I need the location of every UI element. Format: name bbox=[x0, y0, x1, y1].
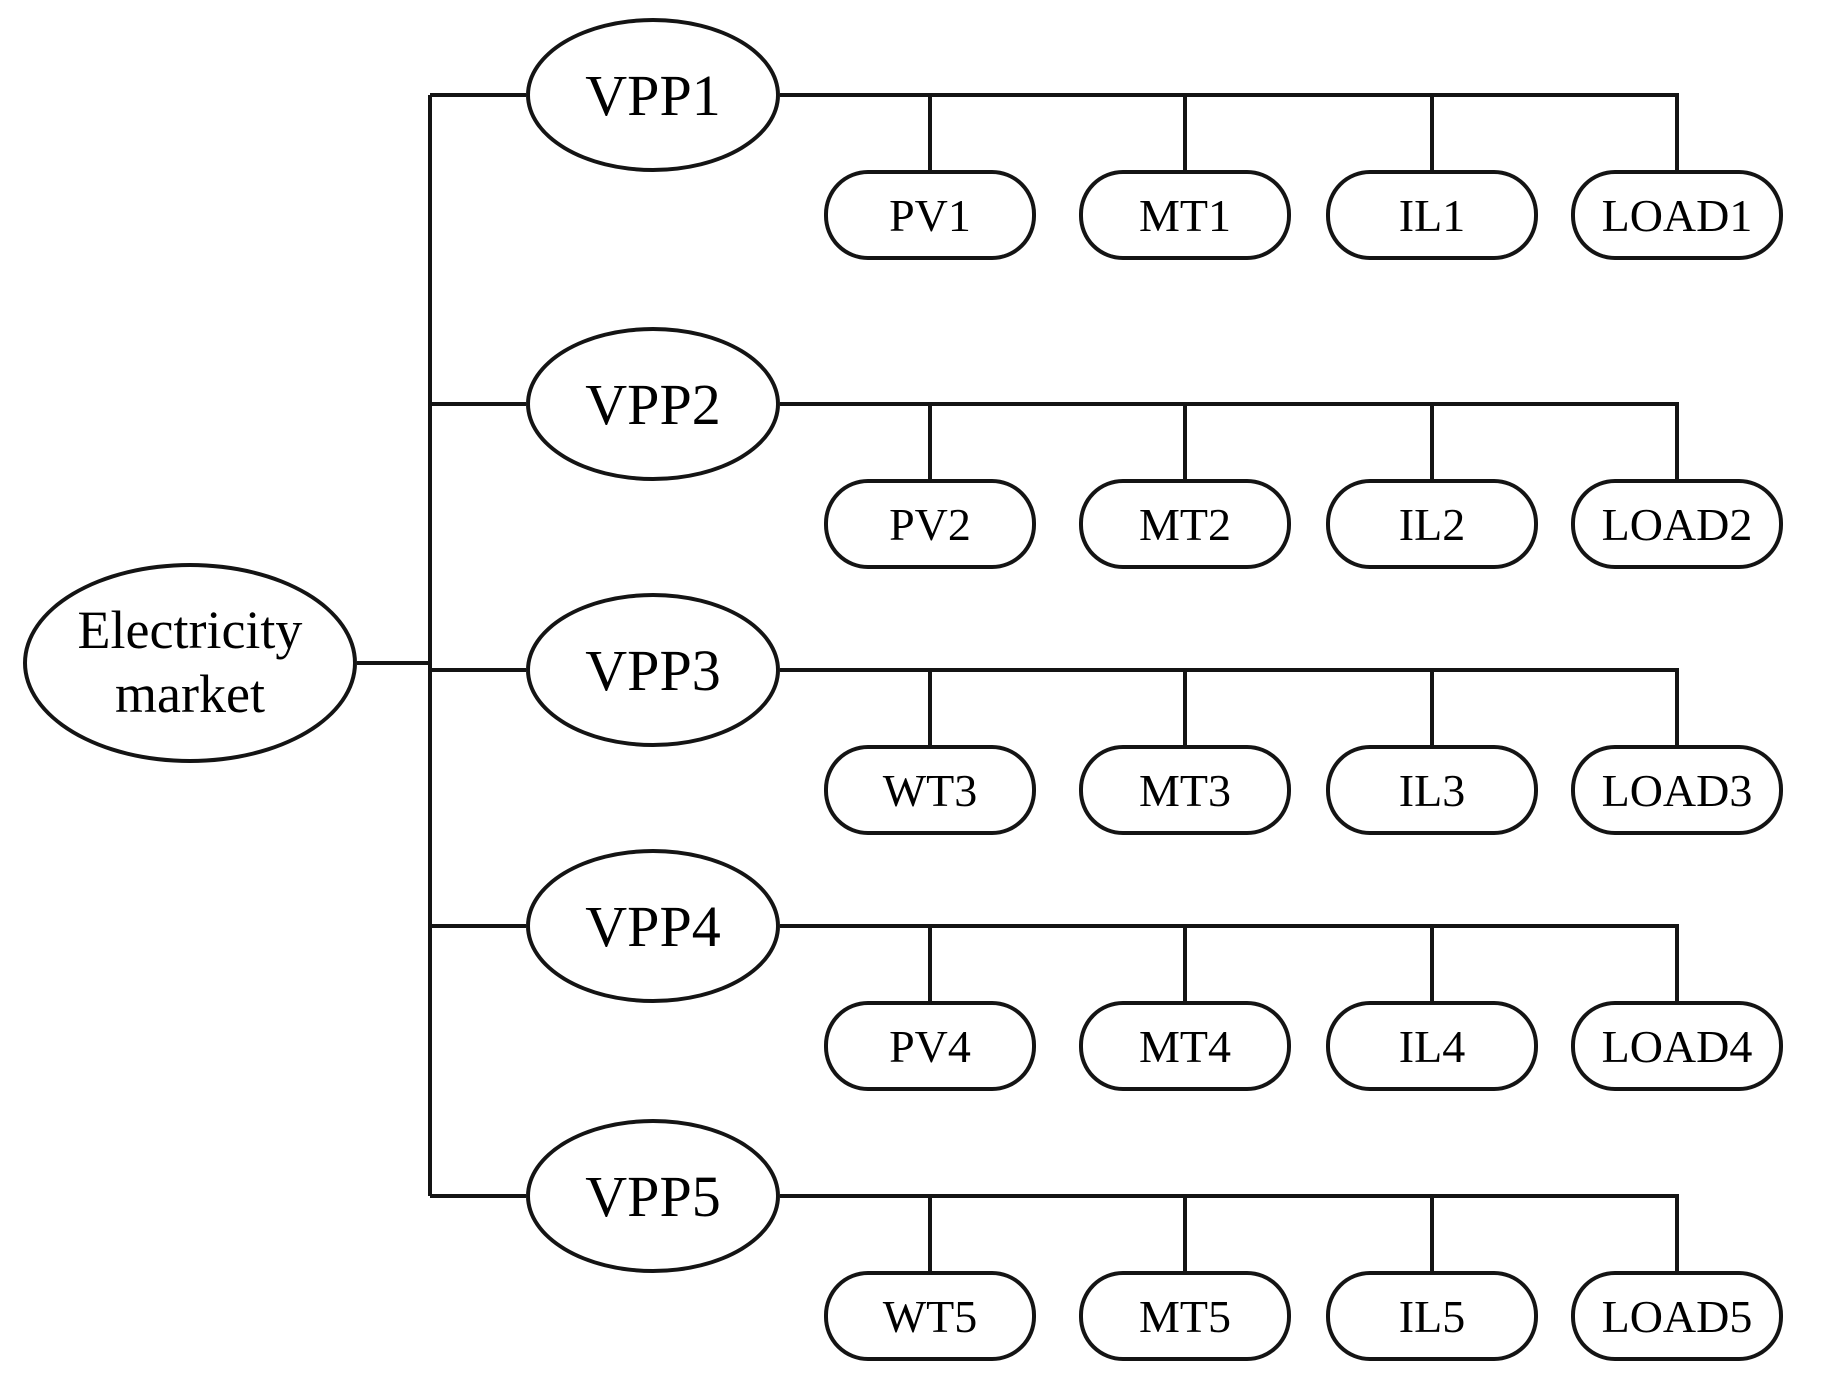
drops-vpp4 bbox=[928, 926, 1434, 1005]
rail-vpp2 bbox=[780, 402, 1679, 483]
node-electricity-market: Electricity market bbox=[23, 563, 357, 763]
rail-vpp1 bbox=[780, 93, 1679, 174]
node-mt5: MT5 bbox=[1079, 1271, 1291, 1361]
node-vpp4: VPP4 bbox=[526, 849, 780, 1003]
node-il2: IL2 bbox=[1326, 479, 1538, 569]
drops-vpp5 bbox=[928, 1196, 1434, 1275]
node-il3: IL3 bbox=[1326, 745, 1538, 835]
node-vpp5: VPP5 bbox=[526, 1119, 780, 1273]
rail-vpp4 bbox=[780, 924, 1679, 1005]
node-wt5: WT5 bbox=[824, 1271, 1036, 1361]
node-load3: LOAD3 bbox=[1571, 745, 1783, 835]
drops-vpp2 bbox=[928, 404, 1434, 483]
rail-vpp3 bbox=[780, 668, 1679, 749]
node-mt1: MT1 bbox=[1079, 170, 1291, 260]
node-pv2: PV2 bbox=[824, 479, 1036, 569]
node-vpp2: VPP2 bbox=[526, 327, 780, 481]
node-vpp1: VPP1 bbox=[526, 18, 780, 172]
node-pv4: PV4 bbox=[824, 1001, 1036, 1091]
drops-vpp3 bbox=[928, 670, 1434, 749]
node-il1: IL1 bbox=[1326, 170, 1538, 260]
node-il5: IL5 bbox=[1326, 1271, 1538, 1361]
node-load4: LOAD4 bbox=[1571, 1001, 1783, 1091]
rail-vpp5 bbox=[780, 1194, 1679, 1275]
node-load5: LOAD5 bbox=[1571, 1271, 1783, 1361]
node-mt2: MT2 bbox=[1079, 479, 1291, 569]
node-mt4: MT4 bbox=[1079, 1001, 1291, 1091]
node-vpp3: VPP3 bbox=[526, 593, 780, 747]
node-il4: IL4 bbox=[1326, 1001, 1538, 1091]
drops-vpp1 bbox=[928, 95, 1434, 174]
node-wt3: WT3 bbox=[824, 745, 1036, 835]
node-load2: LOAD2 bbox=[1571, 479, 1783, 569]
node-load1: LOAD1 bbox=[1571, 170, 1783, 260]
node-mt3: MT3 bbox=[1079, 745, 1291, 835]
node-pv1: PV1 bbox=[824, 170, 1036, 260]
